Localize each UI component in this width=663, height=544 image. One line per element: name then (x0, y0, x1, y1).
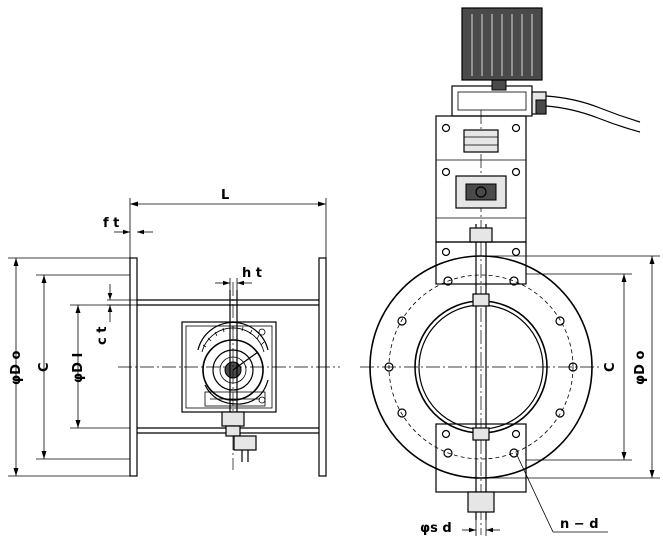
dim-phisd: φs d (420, 521, 452, 536)
dim-phiDo-right: φD o (633, 351, 648, 385)
dim-ct: c t (95, 327, 110, 345)
lower-gland (221, 411, 245, 427)
side-view-dimensions: L f t h t c t φD o C (8, 188, 327, 477)
dim-phiDo-left: φD o (9, 351, 24, 385)
dim-C-left: C (37, 362, 52, 372)
front-view (360, 7, 641, 535)
dim-L: L (221, 188, 229, 203)
side-view (118, 257, 340, 477)
dim-nd: n − d (560, 517, 599, 532)
front-view-dimensions: C φD o φs d n − d (420, 255, 660, 536)
dim-C-right: C (603, 362, 618, 372)
dim-ht: h t (242, 266, 262, 281)
cable (545, 95, 641, 123)
dim-phiDI: φD I (71, 353, 86, 383)
dim-ft: f t (103, 216, 119, 231)
